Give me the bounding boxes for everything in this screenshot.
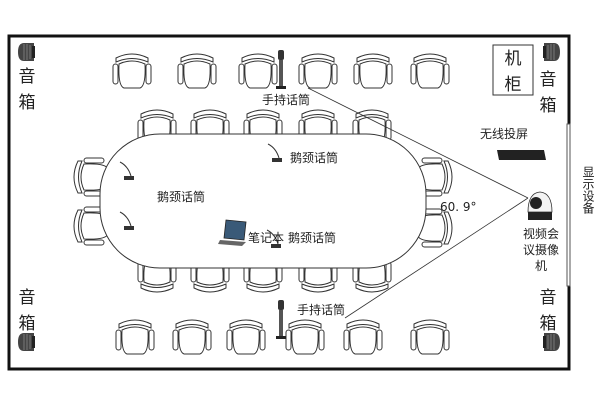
wireless-projection-device-icon [497,150,546,160]
gooseneck-mic-label: 鹅颈话筒 [290,150,338,165]
camera-label-line1: 视频会 [523,226,559,241]
speaker-bottom-left: 音箱 [17,288,36,352]
camera-label-line3: 机 [535,259,547,273]
laptop-label: 笔记本 [248,230,284,245]
chair-top-row [177,53,217,89]
speaker-icon [542,332,561,352]
handheld-mic-icon [276,300,286,339]
conference-table [99,133,427,269]
chair-bottom-row [285,319,325,355]
handheld-mic-label-top: 手持话筒 [262,92,310,107]
chair-top-row [112,53,152,89]
speaker-icon [17,332,36,352]
camera-label-line2: 议摄像 [523,242,559,257]
wireless-projection-label: 无线投屏 [480,126,528,141]
speaker-icon [17,42,36,62]
display-label: 显示设备 [581,166,595,215]
chair-bottom-row [172,319,212,355]
laptop-icon [218,219,247,246]
camera-view-line-bottom [344,197,529,319]
display-device [566,123,571,287]
handheld-mic-label-bottom: 手持话筒 [297,302,345,317]
speaker-label-bottom-left: 音箱 [19,288,36,334]
chair-bottom-row [410,319,450,355]
chair-top-row [238,53,278,89]
chair-top-row [353,53,393,89]
chair-bottom-row [343,319,383,355]
chair-top-row [298,53,338,89]
gooseneck-mic-label: 鹅颈话筒 [288,230,336,245]
gooseneck-mic-label: 鹅颈话筒 [157,189,205,204]
speaker-top-left: 音箱 [17,42,36,113]
speaker-top-right: 音箱 [540,42,561,116]
speaker-label-bottom-right: 音箱 [540,288,557,334]
speaker-label-top-left: 音箱 [19,67,36,113]
camera-view-line-top [307,87,529,199]
chair-top-row [410,53,450,89]
chair-bottom-row [226,319,266,355]
chair-bottom-row [115,319,155,355]
view-angle-label: 60. 9° [440,200,477,214]
cabinet-label: 机柜 [505,49,522,95]
camera-icon [527,191,553,220]
speaker-bottom-right: 音箱 [540,288,561,352]
speaker-label-top-right: 音箱 [540,70,557,116]
speaker-icon [542,42,561,62]
cabinet [492,44,534,96]
